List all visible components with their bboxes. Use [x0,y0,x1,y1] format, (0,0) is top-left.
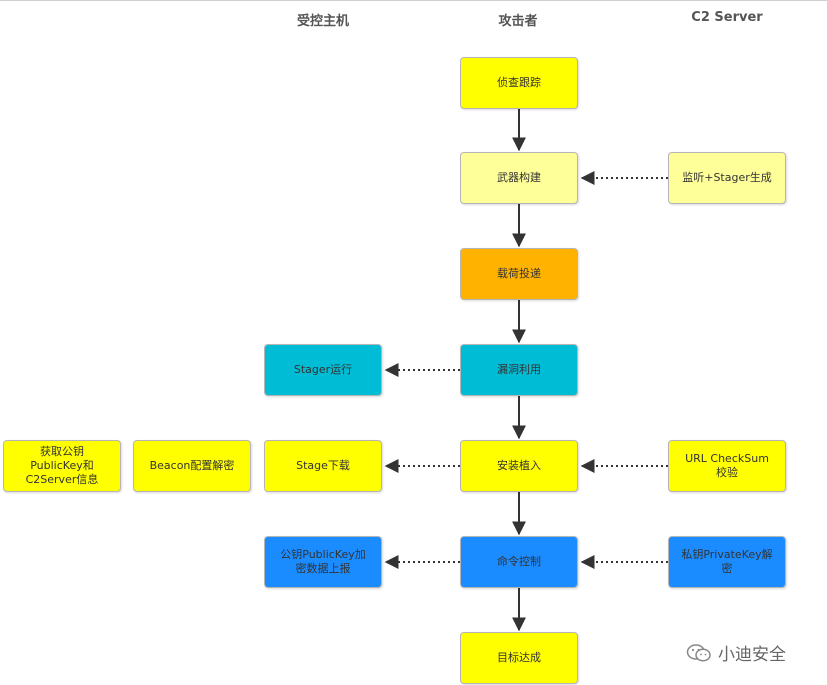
node-c2-control: 命令控制 [460,536,578,588]
node-url-checksum: URL CheckSum 校验 [668,440,786,492]
column-header-victim: 受控主机 [296,14,349,29]
node-pubkey-encrypt: 公钥PublicKey加 密数据上报 [264,536,382,588]
node-listener: 监听+Stager生成 [668,152,786,204]
node-stage-download: Stage下载 [264,440,382,492]
node-stager-run: Stager运行 [264,344,382,396]
watermark-text: 小迪安全 [718,645,786,665]
node-beacon-decrypt: Beacon配置解密 [133,440,251,492]
node-goal: 目标达成 [460,632,578,684]
node-privkey-decrypt: 私钥PrivateKey解 密 [668,536,786,588]
node-get-pubkey: 获取公钥 PublicKey和 C2Server信息 [3,440,121,492]
node-recon: 侦查跟踪 [460,57,578,109]
node-exploit: 漏洞利用 [460,344,578,396]
column-header-attacker: 攻击者 [498,14,538,29]
node-delivery: 载荷投递 [460,248,578,300]
node-weapon: 武器构建 [460,152,578,204]
column-header-c2: C2 Server [691,10,763,25]
watermark: 小迪安全 [686,640,786,665]
node-install: 安装植入 [460,440,578,492]
top-border-line [0,0,827,1]
wechat-icon [686,643,711,662]
